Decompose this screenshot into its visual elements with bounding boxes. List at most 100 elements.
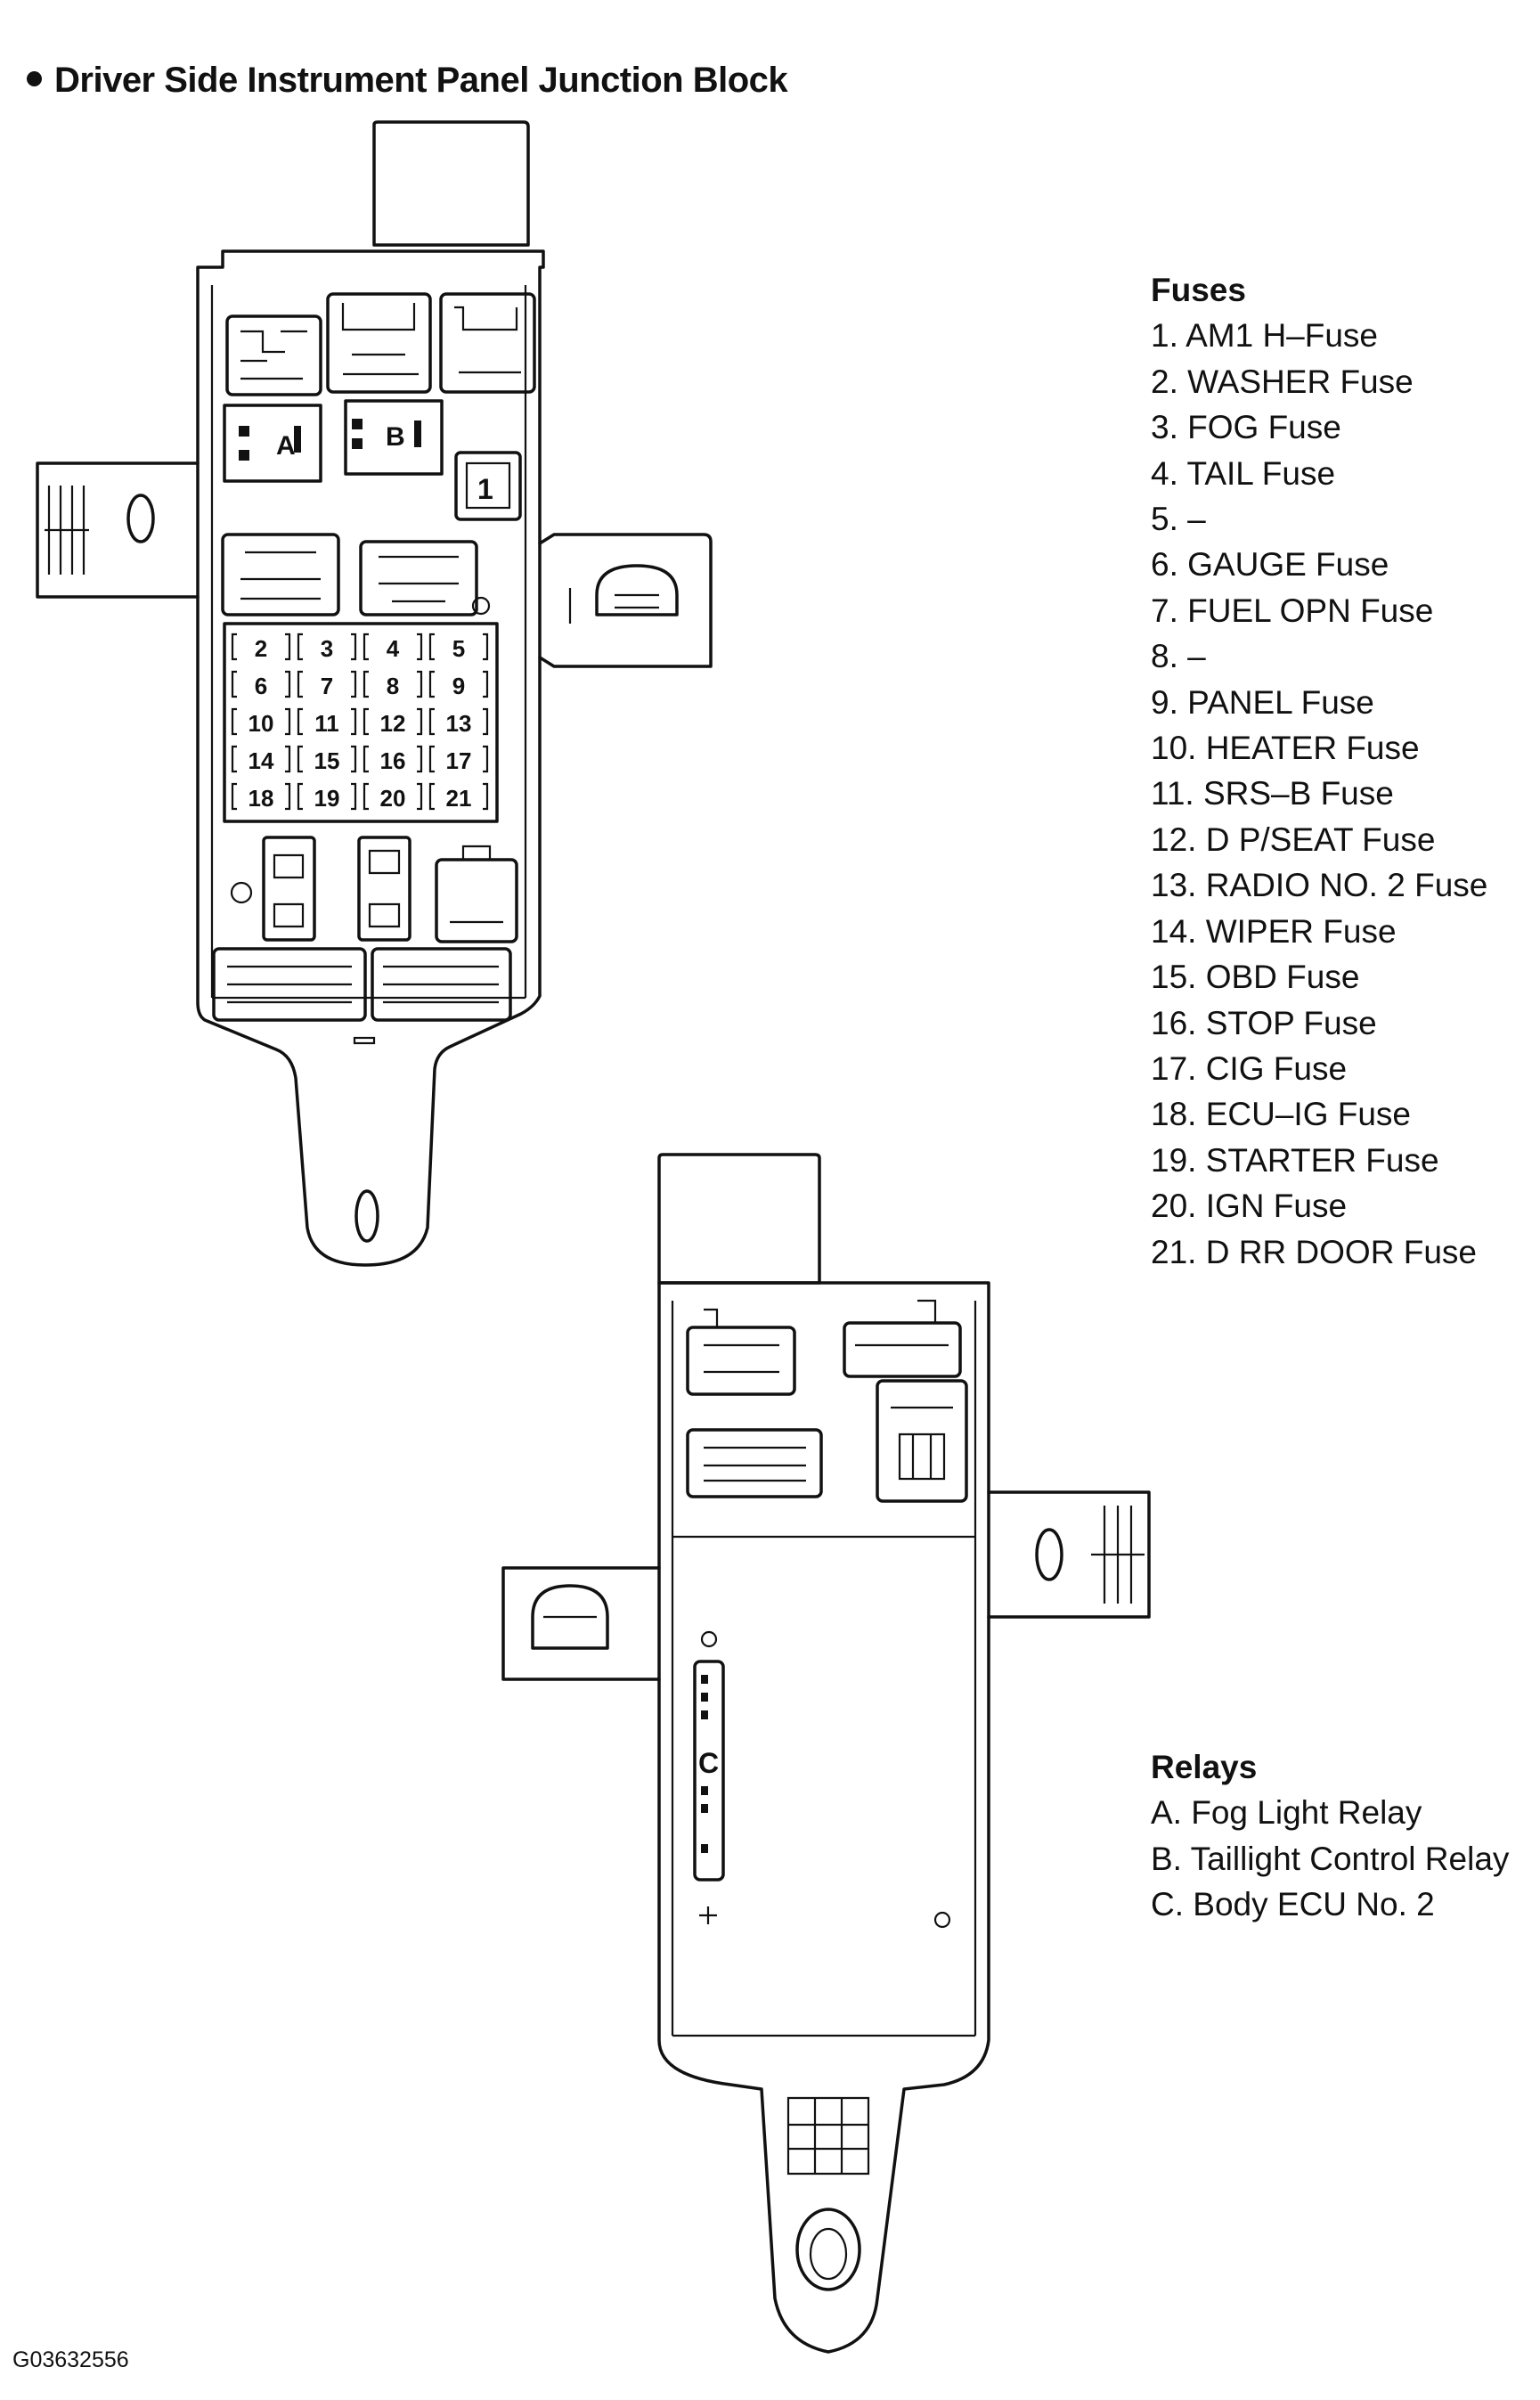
front-top-cover <box>372 120 530 247</box>
fuse-legend-heading: Fuses <box>1151 272 1246 308</box>
fuse-slot-bracket <box>231 745 291 773</box>
connector-top-right <box>439 292 536 394</box>
relay-b-label: B <box>386 422 405 452</box>
fuse-slot-label: 13 <box>446 710 472 737</box>
bottom-connector-left <box>212 947 367 1022</box>
rear-connector-top-left <box>686 1326 796 1396</box>
fuse-slot-bracket <box>231 707 291 736</box>
front-right-latch <box>538 533 713 668</box>
bottom-tab-mark <box>353 1036 376 1045</box>
relay-b-pins <box>352 419 421 449</box>
bottom-connector-mid-pins <box>383 965 499 1004</box>
fuse-slot-label: 14 <box>249 747 274 774</box>
fuse-slot-bracket <box>428 670 489 698</box>
fuse-slot-bracket <box>363 633 423 661</box>
connector-mid-right-pins <box>379 555 459 603</box>
fuse-slot-bracket <box>297 707 357 736</box>
rear-left-tab <box>501 1566 661 1681</box>
connector-mid-right <box>359 540 478 616</box>
fuse-legend-item: 14. WIPER Fuse <box>1151 912 1397 950</box>
fuse-slot-bracket <box>231 633 291 661</box>
relay-a-label: A <box>276 431 296 461</box>
fuse-legend-item: 3. FOG Fuse <box>1151 409 1341 446</box>
fuse-legend-item: 21. D RR DOOR Fuse <box>1151 1233 1477 1270</box>
fuse-slot-bracket <box>428 707 489 736</box>
rear-inner-outline <box>671 1301 977 2037</box>
fuse-slot-bracket <box>297 633 357 661</box>
fuse-slot-label: 3 <box>321 635 333 662</box>
rear-screw-hole-1 <box>700 1630 718 1648</box>
rear-screw-hole-2 <box>933 1911 951 1929</box>
fuse-slot-bracket <box>297 745 357 773</box>
fuse-legend-item: 7. FUEL OPN Fuse <box>1151 592 1434 629</box>
fuse-slot-label: 2 <box>255 635 267 662</box>
bottom-connector-right-pins <box>450 845 503 924</box>
rear-connector-top-right-pins <box>855 1299 949 1347</box>
relay-legend-heading: Relays <box>1151 1749 1258 1785</box>
rear-right-tab <box>987 1490 1151 1619</box>
ecu-c-pins <box>701 1675 708 1853</box>
fuse-slot-label: 21 <box>446 785 472 812</box>
fuse-slot-bracket <box>428 782 489 811</box>
rear-connector-mid-right-pins <box>891 1406 953 1481</box>
fuse-slot-label: 15 <box>314 747 340 774</box>
fuse-legend-item: 20. IGN Fuse <box>1151 1188 1348 1225</box>
fuse-slot-bracket <box>428 745 489 773</box>
rear-bottom-mount-hole <box>795 2208 861 2291</box>
fuse-slot-bracket <box>297 782 357 811</box>
front-bottom-mount-hole <box>354 1189 379 1243</box>
front-left-tab-slots <box>45 486 89 575</box>
connector-top-left-pins <box>240 330 307 380</box>
rear-top-cover <box>657 1153 821 1285</box>
fuse-legend-item: 11. SRS–B Fuse <box>1151 775 1394 812</box>
fuse-slot-bracket <box>428 633 489 661</box>
fuse-legend-item: 8. – <box>1151 638 1206 675</box>
rear-bottom-mount-hole-inner <box>809 2227 848 2281</box>
fuse-slot-bracket <box>363 745 423 773</box>
front-left-tab-hole <box>126 494 155 543</box>
fuse-slot-label: 11 <box>314 710 339 737</box>
fuse-slot-label: 17 <box>446 747 472 774</box>
fuse-legend-item: 9. PANEL Fuse <box>1151 683 1374 721</box>
rear-cross-mark <box>699 1906 717 1924</box>
connector-mid-left-pins <box>240 551 321 600</box>
relay-legend-item: A. Fog Light Relay <box>1151 1794 1422 1832</box>
rear-connector-mid-right <box>876 1379 968 1503</box>
relay-a-outline <box>223 404 322 483</box>
fuse-legend-item: 15. OBD Fuse <box>1151 959 1360 996</box>
fuse-legend-item: 18. ECU–IG Fuse <box>1151 1096 1412 1133</box>
fuse-slot-bracket <box>231 782 291 811</box>
rear-right-tab-slots <box>1091 1506 1145 1604</box>
fuse-legend-item: 10. HEATER Fuse <box>1151 730 1420 767</box>
fuse-slot-bracket <box>297 670 357 698</box>
front-right-latch-ribs <box>568 588 659 624</box>
rear-bottom-grille <box>786 2096 870 2176</box>
fuse-legend-item: 12. D P/SEAT Fuse <box>1151 820 1436 858</box>
bottom-screw-hole <box>230 881 253 904</box>
rear-connector-mid-left-pins <box>704 1446 806 1482</box>
connector-top-left <box>225 314 322 396</box>
bottom-relay-slot-2 <box>357 836 411 942</box>
page-title: Driver Side Instrument Panel Junction Bl… <box>27 61 788 101</box>
fuse-slot-bracket <box>363 782 423 811</box>
ecu-c-strip <box>693 1660 725 1882</box>
connector-top-right-pins <box>454 306 521 374</box>
fuse-slot-label: 18 <box>249 785 274 812</box>
fuse-legend-item: 13. RADIO NO. 2 Fuse <box>1151 867 1488 904</box>
fuse-legend-item: 17. CIG Fuse <box>1151 1049 1348 1087</box>
bottom-connector-mid <box>371 947 512 1022</box>
bottom-relay-slot-2-pins <box>368 849 401 928</box>
rear-connector-top-left-pins <box>704 1308 779 1374</box>
title-text: Driver Side Instrument Panel Junction Bl… <box>54 61 788 100</box>
rear-body-outline <box>657 1281 990 2354</box>
fuse-slot-label: 12 <box>380 710 406 737</box>
relay-legend-item: C. Body ECU No. 2 <box>1151 1886 1435 1923</box>
fuse-slot-bracket <box>231 670 291 698</box>
fuse-slot-bracket <box>363 707 423 736</box>
figure-id: G03632556 <box>12 2347 129 2372</box>
fuse-legend-item: 1. AM1 H–Fuse <box>1151 317 1379 355</box>
